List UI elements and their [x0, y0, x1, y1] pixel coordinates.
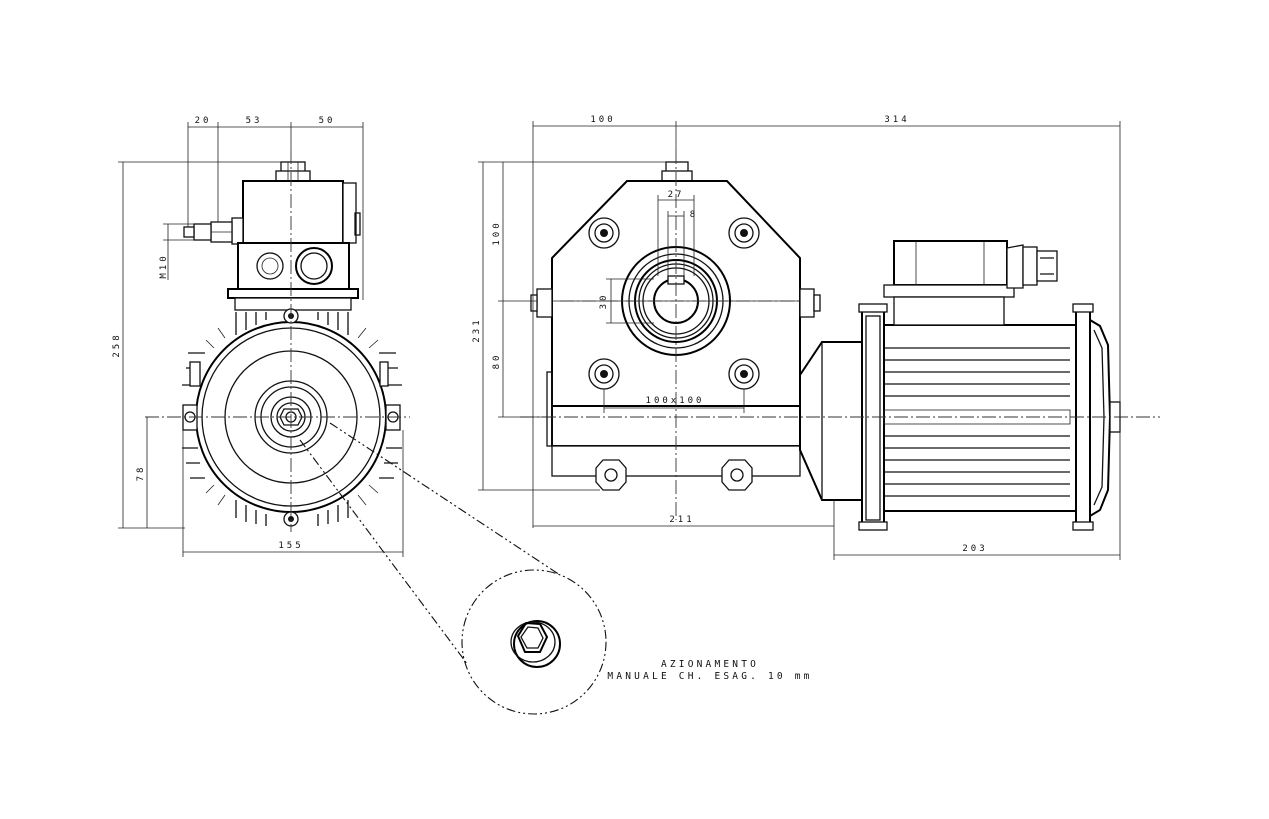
- dim-8: 8: [690, 210, 698, 220]
- dim-258: 258: [112, 332, 122, 357]
- dim-53: 53: [246, 116, 263, 126]
- dim-m10: M10: [159, 253, 169, 278]
- note-line-2: MANUALE CH. ESAG. 10 mm: [607, 671, 812, 682]
- front-dimensions: [478, 121, 1121, 560]
- hex-socket-icon: [510, 620, 561, 668]
- dim-30: 30: [599, 293, 609, 310]
- dim-211: 211: [669, 515, 694, 525]
- front-view: [478, 121, 1160, 560]
- dim-314: 314: [884, 115, 909, 125]
- dim-78: 78: [136, 465, 146, 482]
- side-view: [118, 122, 410, 557]
- dim-100x100: 100x100: [646, 396, 705, 406]
- dim-155: 155: [278, 541, 303, 551]
- dimension-labels: 20 53 50 258 78 M10 155 100 314 27 8 30 …: [112, 115, 987, 554]
- note-line-1: AZIONAMENTO: [661, 659, 759, 670]
- side-dimensions: [118, 122, 404, 557]
- dim-20: 20: [195, 116, 212, 126]
- dim-231: 231: [472, 317, 482, 342]
- dim-100-vert: 100: [492, 220, 502, 245]
- dim-27: 27: [668, 190, 685, 200]
- cooling-fins: [182, 312, 402, 526]
- dim-80: 80: [492, 353, 502, 370]
- dim-100-top: 100: [590, 115, 615, 125]
- detail-callout: [299, 422, 607, 715]
- manual-drive-note: AZIONAMENTO MANUALE CH. ESAG. 10 mm: [607, 659, 812, 682]
- dim-203: 203: [962, 544, 987, 554]
- dim-50: 50: [319, 116, 336, 126]
